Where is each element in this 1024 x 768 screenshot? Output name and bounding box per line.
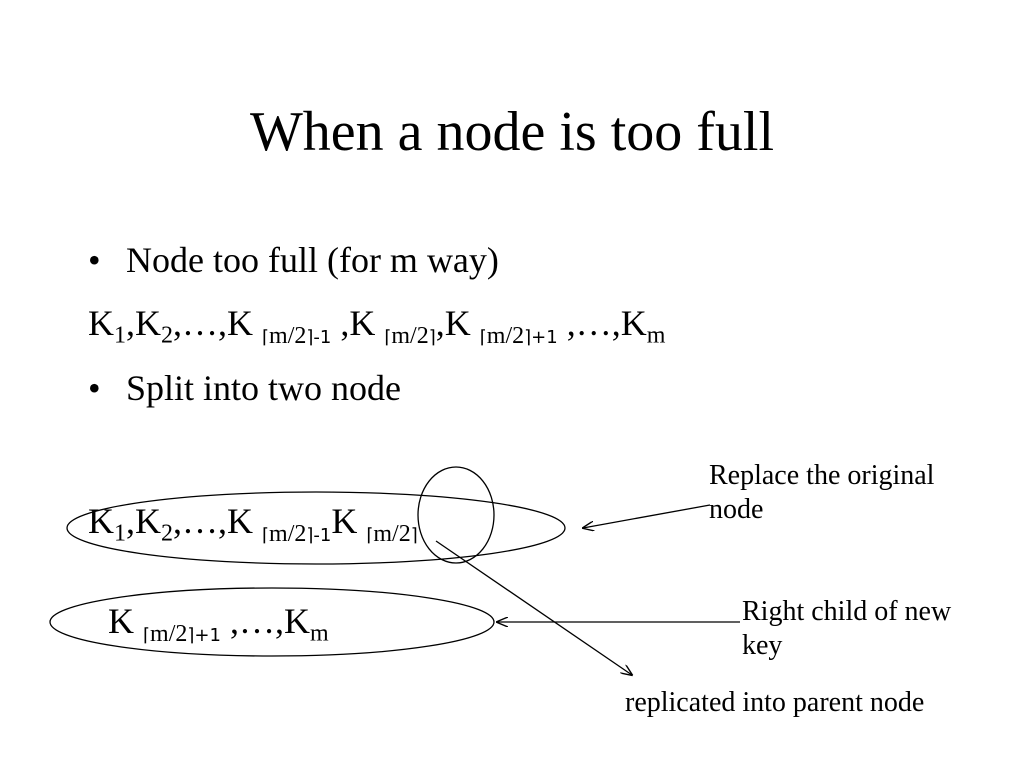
bullet-text: Node too full (for m way) xyxy=(126,240,499,280)
note-replicated: replicated into parent node xyxy=(625,687,925,718)
note-right-child: Right child of new key xyxy=(742,596,952,661)
note-replace-original: Replace the original node xyxy=(709,460,935,525)
slide-title: When a node is too full xyxy=(249,101,775,163)
bullet-marker: • xyxy=(88,368,101,408)
arrow-to-parent xyxy=(435,540,632,675)
bullet-text: Split into two node xyxy=(126,368,402,408)
left-node-keys: K1,K2,…,K ⌈m/2⌉-1K ⌈m/2⌉ xyxy=(88,501,418,547)
bullet-marker: • xyxy=(88,240,101,280)
bullet-node-too-full: • Node too full (for m way) xyxy=(88,242,499,278)
full-key-sequence: K1,K2,…,K ⌈m/2⌉-1 ,K ⌈m/2⌉,K ⌈m/2⌉+1 ,…,… xyxy=(88,303,666,349)
middle-key: K ⌈m/2⌉ xyxy=(331,501,418,547)
right-node-keys: K ⌈m/2⌉+1 ,…,Km xyxy=(108,601,329,647)
bullet-split: • Split into two node xyxy=(88,370,401,406)
middle-key-circle xyxy=(417,466,495,564)
arrow-to-left-node xyxy=(583,504,711,528)
